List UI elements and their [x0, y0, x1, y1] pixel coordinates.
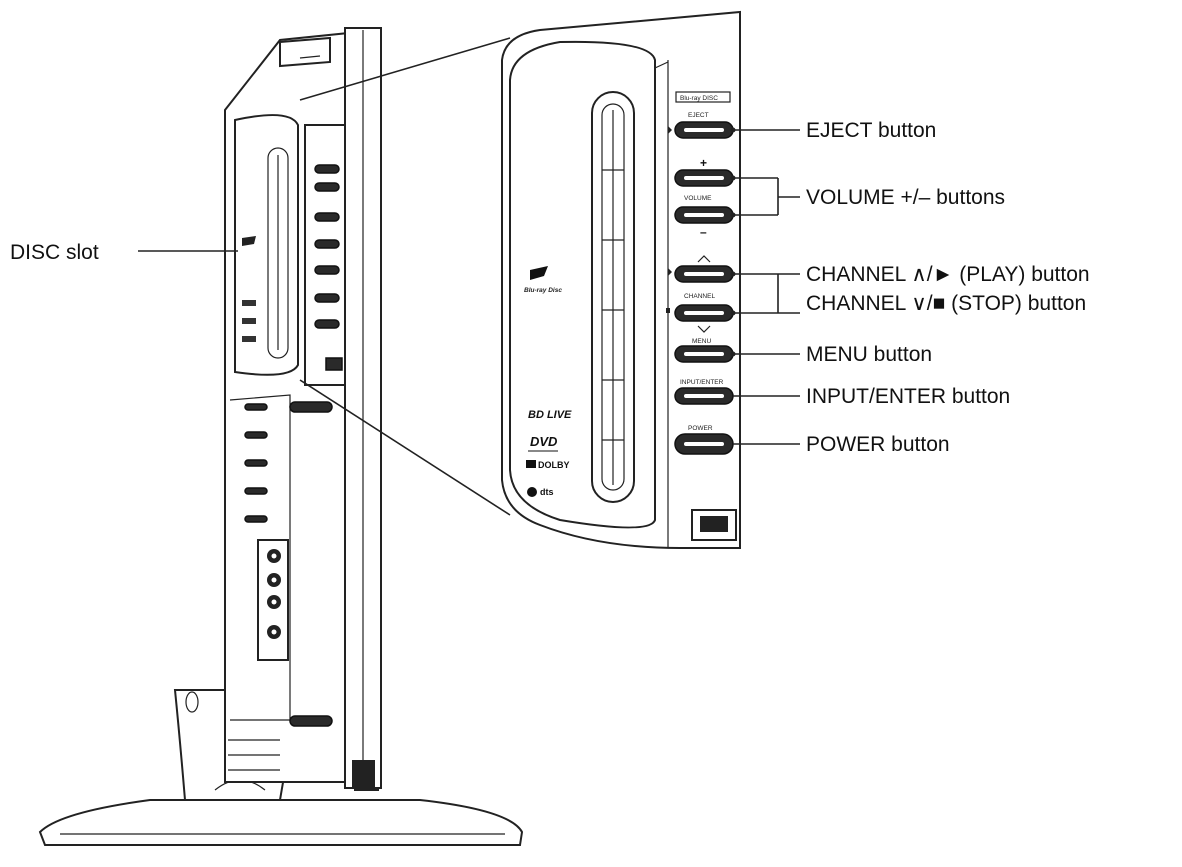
panel-menu-label: MENU — [692, 338, 711, 345]
zoomed-panel: Blu-ray Disc BD LIVE DVD DOLBY dts Blu-r… — [501, 10, 741, 549]
stand-base — [38, 799, 524, 846]
zoom-line-top — [299, 37, 511, 101]
bdlive-logo-text: BD LIVE — [528, 409, 572, 421]
dolby-logo: DOLBY — [526, 460, 570, 470]
panel-brand-tag: Blu-ray DISC — [680, 95, 718, 102]
callout-lines — [138, 127, 800, 445]
zoomed-channel-up-button[interactable] — [674, 265, 734, 283]
zoom-line-bottom — [299, 379, 511, 516]
dvd-logo: DVD — [528, 434, 558, 452]
zoomed-volume-up-button[interactable] — [674, 169, 734, 187]
zoomed-input-enter-button[interactable] — [674, 387, 734, 405]
side-av-jacks — [257, 539, 289, 661]
tv-side-view — [38, 27, 524, 846]
bluray-logo: Blu-ray Disc — [524, 266, 562, 294]
dvd-logo-text: DVD — [530, 434, 558, 449]
bdlive-logo: BD LIVE — [528, 409, 572, 421]
input-enter-button-label: INPUT/ENTER button — [806, 385, 1010, 408]
panel-channel-label: CHANNEL — [684, 293, 715, 300]
zoomed-disc-slot — [591, 91, 635, 503]
channel-stop-label: CHANNEL ∨/■ (STOP) button — [806, 292, 1086, 315]
power-button-label: POWER button — [806, 433, 950, 456]
zoomed-power-button[interactable] — [674, 433, 734, 455]
zoomed-volume-down-button[interactable] — [674, 206, 734, 224]
side-logos — [242, 236, 256, 342]
dts-logo-text: dts — [540, 487, 554, 497]
dolby-logo-text: DOLBY — [538, 460, 570, 470]
panel-eject-label: EJECT — [688, 112, 709, 119]
panel-volume-label: VOLUME — [684, 195, 712, 202]
panel-input-enter-label: INPUT/ENTER — [680, 379, 724, 386]
side-vents — [229, 394, 333, 727]
eject-button-label: EJECT button — [806, 119, 936, 142]
bluray-logo-text: Blu-ray Disc — [524, 287, 562, 294]
panel-power-label: POWER — [688, 425, 713, 432]
disc-slot-label: DISC slot — [10, 241, 99, 264]
zoomed-channel-down-button[interactable] — [674, 304, 734, 322]
side-mini-buttons — [314, 164, 343, 371]
zoomed-eject-button[interactable] — [674, 121, 734, 139]
dts-logo: dts — [527, 487, 554, 497]
side-control-column — [304, 124, 346, 386]
channel-play-label: CHANNEL ∧/► (PLAY) button — [806, 263, 1090, 286]
zoomed-menu-button[interactable] — [674, 345, 734, 363]
panel-volume-minus: – — [700, 225, 707, 239]
menu-button-label: MENU button — [806, 343, 932, 366]
volume-buttons-label: VOLUME +/– buttons — [806, 186, 1005, 209]
panel-volume-plus: + — [700, 156, 707, 170]
side-disc-door — [234, 114, 299, 376]
